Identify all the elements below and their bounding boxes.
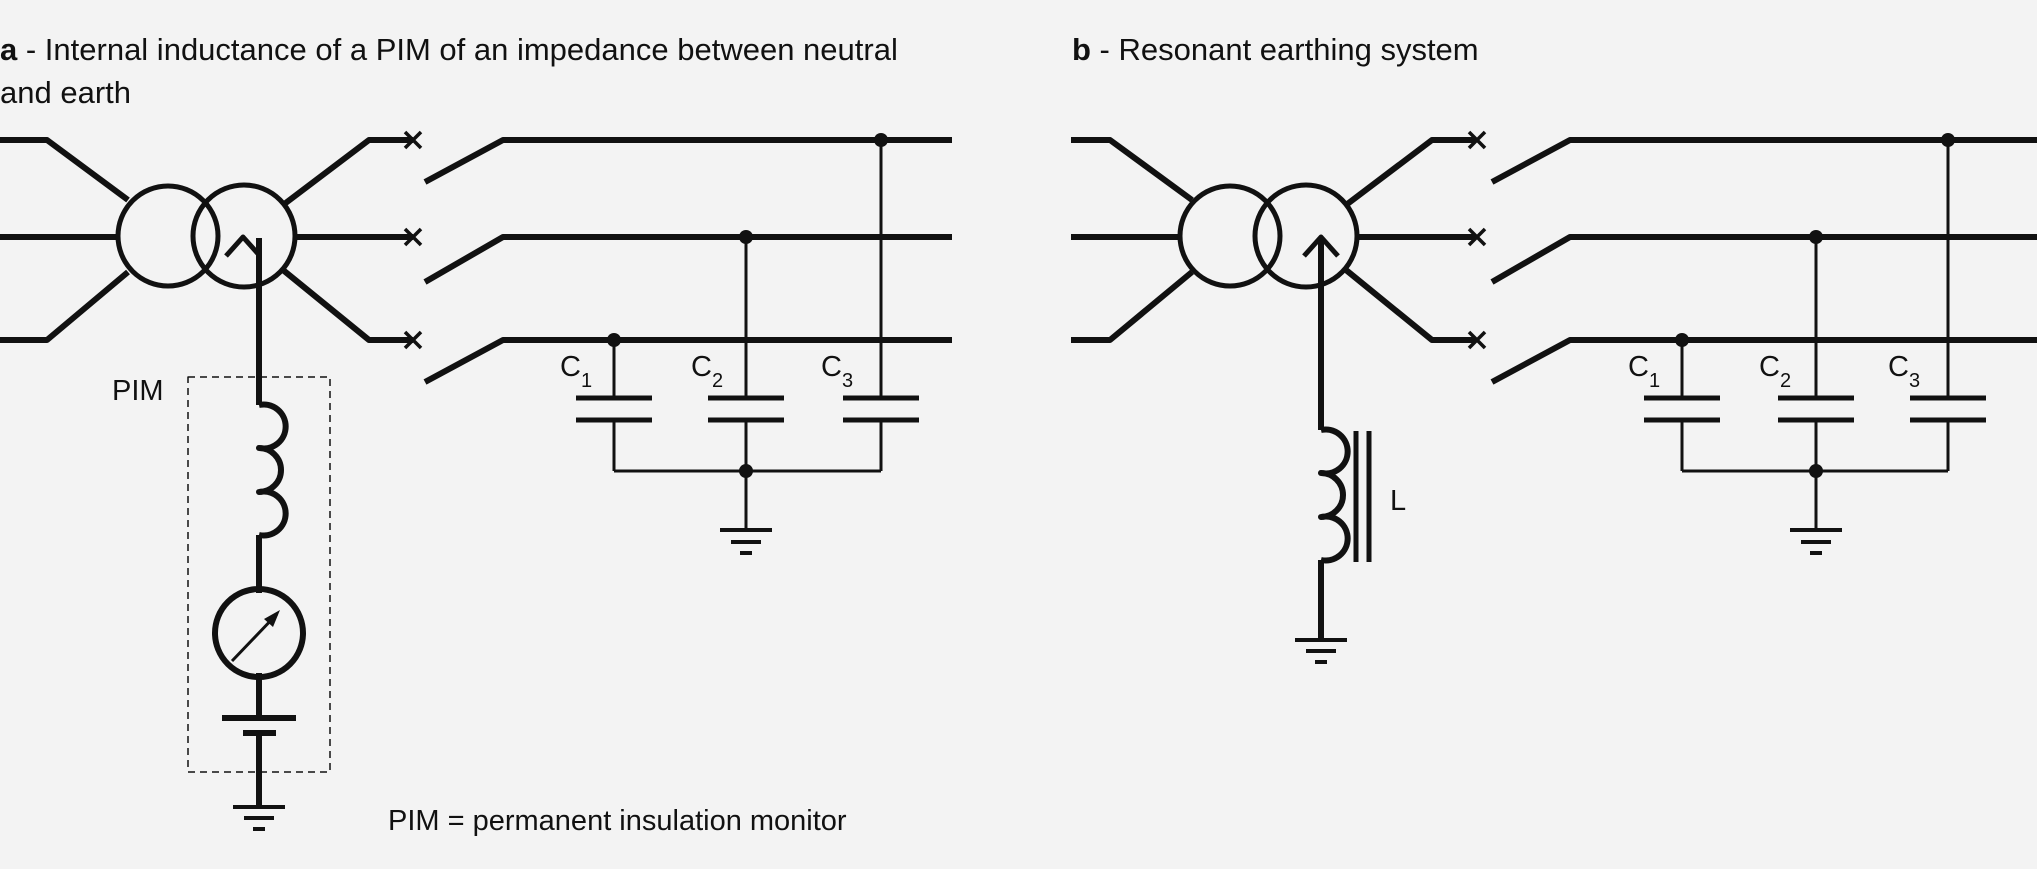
diagram-b-title-text: - Resonant earthing system xyxy=(1091,32,1479,67)
diagram-b-title-letter: b xyxy=(1072,32,1091,67)
pim-earth xyxy=(233,805,285,831)
diagram-a-title: a - Internal inductance of a PIM of an i… xyxy=(0,32,898,67)
secondary-output-lines-b xyxy=(1344,137,1476,343)
inductor-label-l: L xyxy=(1390,485,1406,517)
transformer-primary-b xyxy=(1177,183,1283,289)
diagram-a: a - Internal inductance of a PIM of an i… xyxy=(0,32,952,837)
diagram-a-title-line2: and earth xyxy=(0,75,131,110)
pim-meter xyxy=(212,586,306,680)
capacitor-label-c2-a: C2 xyxy=(691,351,723,392)
star-winding-symbol-b xyxy=(1302,234,1340,258)
diagram-b-title: b - Resonant earthing system xyxy=(1072,32,1479,67)
capacitor-label-c1-b: C1 xyxy=(1628,351,1660,392)
breaker-crosses-b xyxy=(1467,130,1487,350)
coil-earth xyxy=(1295,638,1347,664)
pim-box xyxy=(187,376,331,773)
capacitor-label-c3-a: C3 xyxy=(821,351,853,392)
pim-footnote: PIM = permanent insulation monitor xyxy=(388,805,847,837)
resonant-coil xyxy=(1318,426,1351,564)
capacitor-earth-b xyxy=(1790,528,1842,555)
star-winding-symbol-a xyxy=(224,234,262,258)
transformer-primary-a xyxy=(115,183,221,289)
junction-dots-b xyxy=(1675,133,1955,478)
capacitor-earth-a xyxy=(720,528,772,555)
diagram-a-title-text: - Internal inductance of a PIM of an imp… xyxy=(17,32,898,67)
capacitor-label-c2-b: C2 xyxy=(1759,351,1791,392)
breaker-crosses-a xyxy=(403,130,423,350)
capacitor-label-c1-a: C1 xyxy=(560,351,592,392)
diagram-b: b - Resonant earthing system xyxy=(1071,32,2037,664)
capacitor-label-c3-b: C3 xyxy=(1888,351,1920,392)
secondary-output-lines-a xyxy=(281,137,413,343)
capacitor-plates-a xyxy=(576,395,919,423)
transformer-secondary-b xyxy=(1252,182,1360,290)
network-phases-b xyxy=(1490,137,2037,385)
junction-dots-a xyxy=(607,133,888,478)
network-phases-a xyxy=(423,137,952,385)
primary-input-lines-b xyxy=(1071,137,1194,343)
pim-label: PIM xyxy=(112,375,164,407)
pim-inductor xyxy=(256,401,289,539)
capacitor-plates-b xyxy=(1644,395,1986,423)
diagram-a-title-letter: a xyxy=(0,32,18,67)
primary-input-lines-a xyxy=(0,137,130,343)
pim-meter-arrowhead xyxy=(264,610,280,627)
